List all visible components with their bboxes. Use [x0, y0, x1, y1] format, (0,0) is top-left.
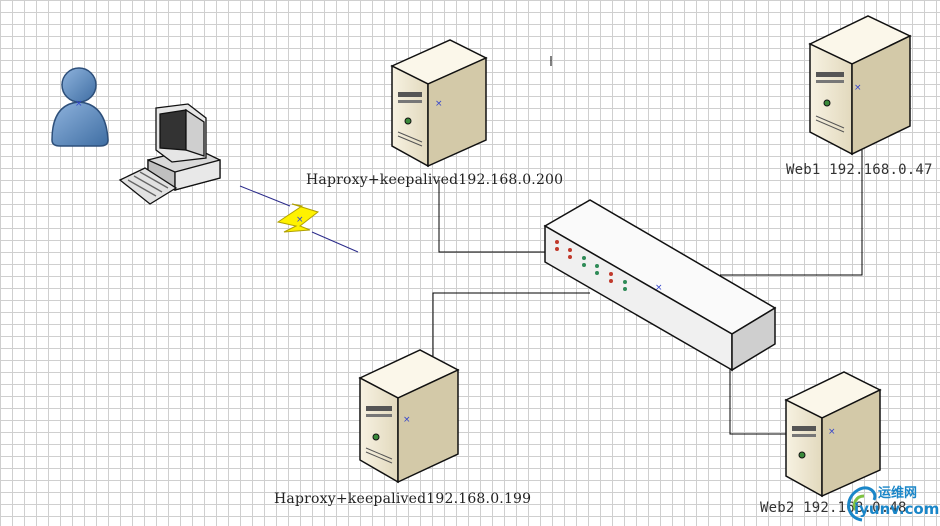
- link-web1-switch: [720, 150, 863, 276]
- server-web1-icon: ×: [808, 15, 912, 156]
- link-haproxy-bottom-switch: [432, 292, 590, 356]
- svg-text:×: ×: [828, 427, 836, 437]
- watermark-text-top: 运维网: [878, 486, 918, 501]
- watermark-text-bottom: iyunv.com: [854, 500, 940, 518]
- server-haproxy-bottom-icon: ×: [358, 349, 460, 484]
- wireless-lightning-icon: ×: [239, 185, 359, 253]
- svg-text:×: ×: [75, 99, 83, 109]
- user-icon: ×: [51, 67, 109, 147]
- svg-text:×: ×: [435, 99, 443, 109]
- watermark-swirl-icon: [847, 486, 877, 522]
- label-web2: Web2 192.168.0.48: [760, 500, 907, 516]
- server-haproxy-top-icon: ×: [390, 39, 488, 168]
- client-computer-icon: [118, 103, 221, 205]
- label-haproxy-bottom: Haproxy+keepalived192.168.0.199: [274, 491, 532, 507]
- server-web2-icon: ×: [784, 371, 882, 498]
- watermark-logo: 运维网 iyunv.com: [838, 478, 940, 524]
- label-haproxy-top: Haproxy+keepalived192.168.0.200: [306, 172, 564, 188]
- svg-text:×: ×: [854, 83, 862, 93]
- label-web1: Web1 192.168.0.47: [786, 162, 933, 178]
- network-switch-icon: ×: [543, 199, 777, 372]
- link-haproxy-top-switch: [438, 180, 548, 253]
- svg-text:×: ×: [296, 215, 304, 225]
- link-web2-switch: [729, 368, 790, 435]
- connection-links: [432, 150, 863, 435]
- svg-text:×: ×: [403, 415, 411, 425]
- svg-text:×: ×: [655, 283, 663, 293]
